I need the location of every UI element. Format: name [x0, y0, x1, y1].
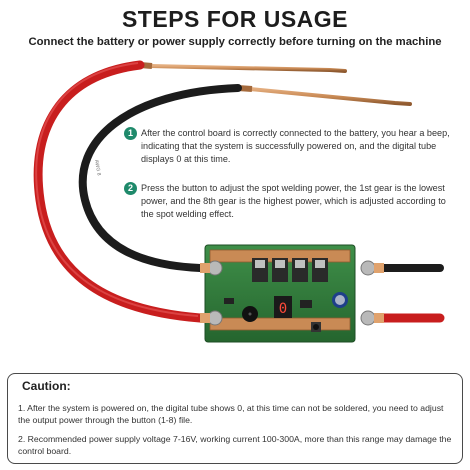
- welding-pen-lower: [237, 85, 412, 106]
- caution-title: Caution:: [22, 379, 71, 393]
- digital-tube-value: 0: [279, 301, 287, 317]
- step-text: After the control board is correctly con…: [141, 128, 450, 164]
- step-text: Press the button to adjust the spot weld…: [141, 183, 446, 219]
- caution-note-1: 1. After the system is powered on, the d…: [18, 403, 444, 425]
- step-2: 2 Press the button to adjust the spot we…: [124, 182, 460, 221]
- terminal-lugs: [207, 260, 376, 326]
- control-board: 0: [204, 244, 356, 343]
- step-number-badge: 2: [124, 182, 137, 195]
- mosfet-row: [252, 258, 328, 282]
- caution-box: Caution: 1. After the system is powered …: [7, 373, 463, 464]
- page-title: STEPS FOR USAGE: [121, 6, 349, 32]
- page-subtitle: Connect the battery or power supply corr…: [28, 36, 442, 48]
- cable-print: AWG 8: [93, 159, 102, 176]
- digital-tube: [274, 296, 292, 318]
- spot-welder-illustration: AWG 8 0: [33, 60, 445, 343]
- step-number-badge: 1: [124, 127, 137, 140]
- welding-pen-upper: [139, 62, 347, 73]
- red-cable: [33, 60, 205, 323]
- caution-note-2: 2. Recommended power supply voltage 7-16…: [18, 434, 452, 456]
- black-cable: [78, 84, 242, 272]
- step-1: 1 After the control board is correctly c…: [124, 127, 460, 166]
